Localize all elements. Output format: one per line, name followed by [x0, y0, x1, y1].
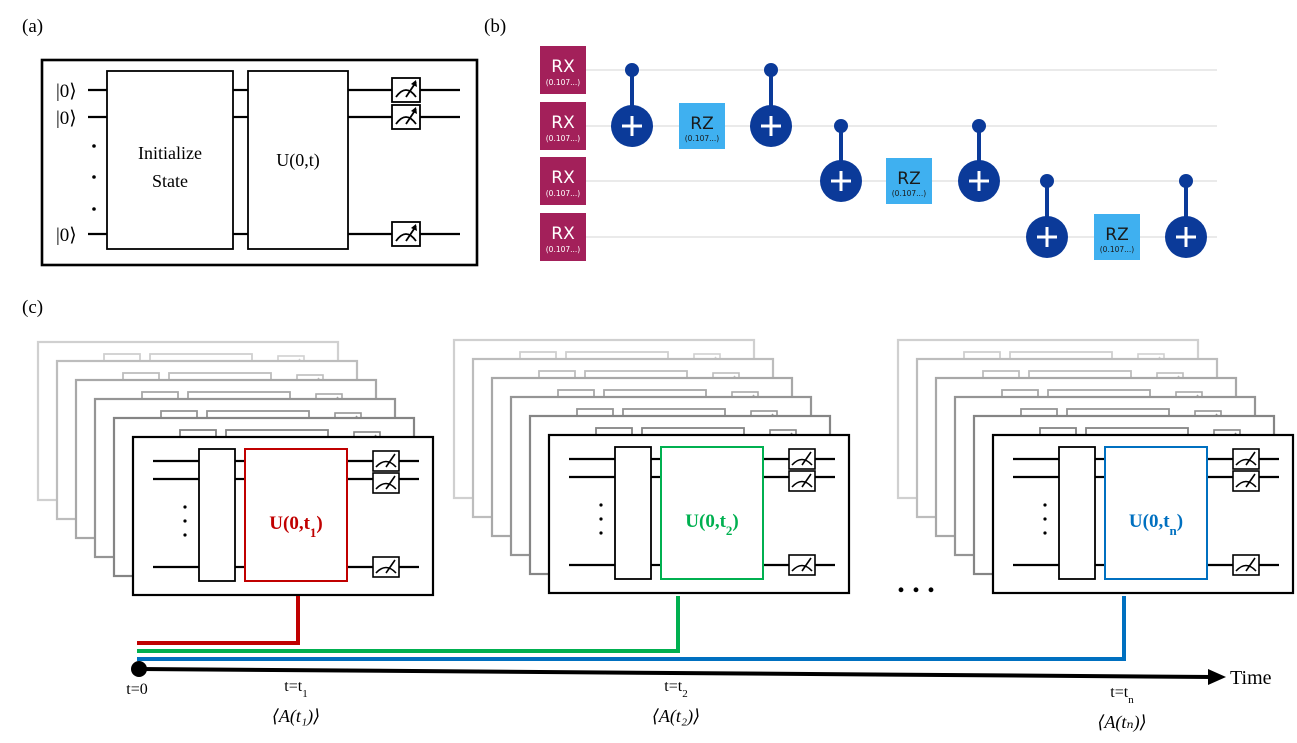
svg-text:RX: RX: [551, 113, 575, 133]
tn-label: t=tn: [1110, 684, 1134, 706]
unitary-t1: U(0,t1): [269, 513, 322, 540]
svg-text:(0.107...): (0.107...): [546, 189, 581, 198]
time-arrowhead: [1208, 669, 1226, 685]
unitary-tn: U(0,tn): [1129, 511, 1183, 538]
connector-t1: [137, 596, 300, 645]
rx-gate: RX(0.107...): [540, 157, 586, 205]
ket-zero-n: |0⟩: [56, 225, 77, 246]
ellipsis: . . .: [897, 566, 935, 599]
circuit-stack: U(0,tn): [896, 338, 1295, 595]
rz-gate: RZ(0.107...): [886, 158, 932, 204]
time-origin-dot: [131, 661, 147, 677]
connector-tn: [137, 596, 1126, 661]
svg-text:RZ: RZ: [897, 169, 920, 189]
svg-text:(0.107...): (0.107...): [1100, 245, 1135, 254]
svg-text:(0.107...): (0.107...): [546, 134, 581, 143]
svg-text:RX: RX: [551, 168, 575, 188]
svg-text:RX: RX: [551, 57, 575, 77]
expectation-t1: ⟨A(t₁)⟩: [272, 706, 320, 727]
t1-label: t=t1: [284, 678, 307, 700]
svg-text:(0.107...): (0.107...): [892, 189, 927, 198]
rz-gate: RZ(0.107...): [679, 103, 725, 149]
svg-text:(0.107...): (0.107...): [546, 245, 581, 254]
time-label: Time: [1230, 667, 1272, 689]
unitary-box: [247, 70, 349, 250]
initialize-label: Initialize: [138, 143, 202, 163]
cnot-gate: [1026, 174, 1068, 258]
svg-text:(0.107...): (0.107...): [546, 78, 581, 87]
measure-icon: [391, 77, 421, 103]
measure-icon: [391, 221, 421, 247]
unitary-label: U(0,t): [276, 150, 320, 171]
svg-text:RZ: RZ: [690, 114, 713, 134]
cnot-gate: [958, 119, 1000, 202]
connector-t2: [137, 596, 680, 653]
cnot-gate: [1165, 174, 1207, 258]
rx-gate: RX(0.107...): [540, 102, 586, 150]
time-axis: [138, 667, 1213, 679]
panel-b-circuit: RX(0.107...)RX(0.107...)RX(0.107...)RX(0…: [540, 46, 1217, 261]
ket-zero-2: |0⟩: [56, 108, 77, 129]
panel-a-circuit: |0⟩ |0⟩ |0⟩ Initialize State U(0,t): [40, 58, 479, 267]
expectation-tn: ⟨A(tₙ)⟩: [1097, 712, 1146, 733]
measure-icon: [391, 104, 421, 130]
expectation-t2: ⟨A(t₂)⟩: [652, 706, 700, 727]
svg-text:RZ: RZ: [1105, 225, 1128, 245]
rz-gate: RZ(0.107...): [1094, 214, 1140, 260]
state-label: State: [152, 171, 188, 191]
ket-zero-1: |0⟩: [56, 81, 77, 102]
t2-label: t=t2: [664, 678, 687, 700]
svg-text:RX: RX: [551, 224, 575, 244]
cnot-gate: [750, 63, 792, 147]
panel-c-stacks: U(0,t1) U(0,t2) U(0,tn): [36, 338, 1295, 597]
cnot-gate: [611, 63, 653, 147]
cnot-gate: [820, 119, 862, 202]
svg-text:(0.107...): (0.107...): [685, 134, 720, 143]
rx-gate: RX(0.107...): [540, 46, 586, 94]
t0-label: t=0: [126, 681, 147, 698]
circuit-stack: U(0,t2): [452, 338, 851, 595]
initialize-state-box: [106, 70, 234, 250]
rx-gate: RX(0.107...): [540, 213, 586, 261]
panel-a-label: (a): [22, 16, 43, 37]
panel-c-label: (c): [22, 297, 43, 318]
circuit-stack: U(0,t1): [36, 340, 435, 597]
unitary-t2: U(0,t2): [685, 511, 738, 538]
panel-b-label: (b): [484, 16, 506, 37]
